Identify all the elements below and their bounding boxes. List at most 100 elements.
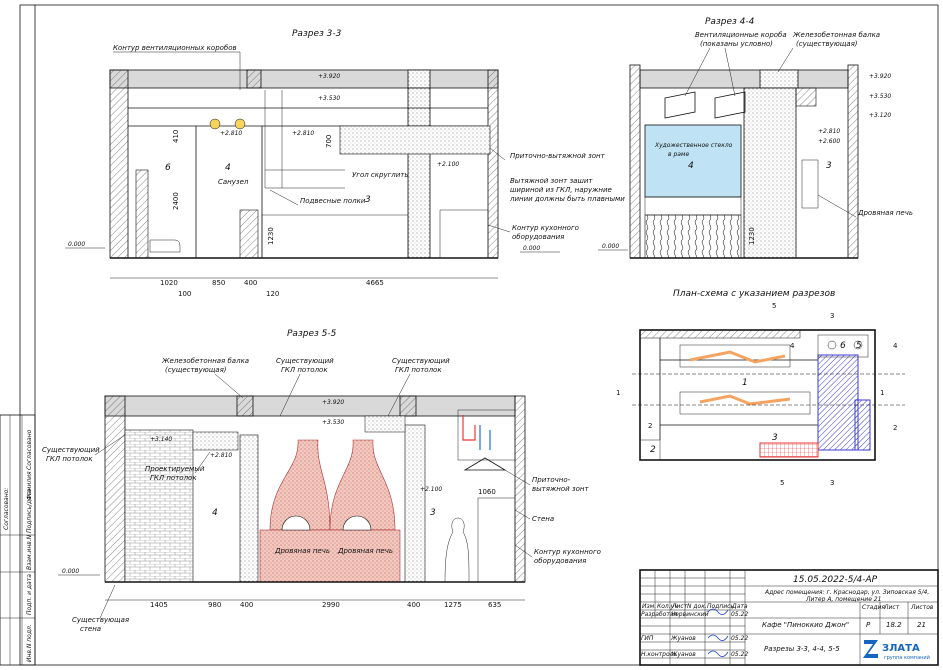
- rc-beam-label1: Железобетонная балка: [792, 31, 880, 39]
- plan-mark-4a: 4: [790, 342, 795, 350]
- existing-gkl-left-1: Существующий: [42, 446, 100, 454]
- room-6: 6: [165, 163, 171, 173]
- level-zero-s44: 0.000: [602, 243, 619, 250]
- section-5-5: Разрез 5-5 4 3 Железобетонная балка (сущ…: [42, 329, 601, 633]
- dim-400-a: 400: [240, 601, 253, 609]
- room-4-s55: 4: [212, 508, 218, 518]
- plan-mark-4b: 4: [893, 342, 898, 350]
- plan-room-2: 2: [650, 445, 656, 455]
- dim-400: 400: [244, 279, 257, 287]
- existing-gkl-left-2: ГКЛ потолок: [46, 455, 93, 463]
- dim-4665: 4665: [366, 279, 384, 287]
- level-2600-s44: +2.600: [818, 138, 840, 145]
- date-nk: 05.22: [731, 651, 748, 658]
- kitchen-contour-label2: оборудования: [512, 233, 564, 241]
- date-dev: 05.22: [731, 611, 748, 618]
- company-sub: группа компаний: [884, 654, 930, 661]
- col-ndok: N док.: [687, 603, 707, 610]
- existing-gkl-s55-2: ГКЛ потолок: [281, 366, 328, 374]
- level-3920-s55: +3.920: [322, 399, 344, 406]
- plan-mark-5-bot: 5: [780, 479, 784, 487]
- sheets-value: 21: [917, 621, 926, 629]
- dim-635: 635: [488, 601, 501, 609]
- stamp-replace: Взам.инв.N: [26, 534, 33, 570]
- stage-value: Р: [866, 621, 871, 629]
- stamp-col-agreed: Согласовано: [26, 429, 33, 470]
- plan-mark-2a: 2: [648, 422, 652, 430]
- level-2810-s44: +2.810: [818, 128, 840, 135]
- stamp-inv: Инв.N подл.: [26, 624, 33, 662]
- stamp-col-sign: Подпись/дата: [26, 489, 33, 533]
- vent-boxes-label2: (показаны условно): [700, 40, 773, 48]
- sheets-hdr: Листов: [910, 604, 934, 611]
- dim-410: 410: [172, 130, 180, 143]
- corner-round-label: Угол скруглить: [352, 171, 409, 179]
- col-sign: Подпись: [707, 603, 734, 610]
- room-4-s44: 4: [688, 161, 694, 171]
- sheet-value: 18.2: [886, 621, 902, 629]
- dim-1230: 1230: [267, 227, 275, 245]
- room-3-s44: 3: [826, 161, 832, 171]
- dim-2990: 2990: [322, 601, 340, 609]
- level-3530-s44: +3.530: [869, 93, 891, 100]
- section-5-5-title: Разрез 5-5: [287, 329, 337, 339]
- kitchen-contour-label1: Контур кухонного: [512, 224, 579, 232]
- kitchen-s55-2: оборудования: [534, 557, 586, 565]
- role-dev: Разработал: [641, 611, 678, 618]
- wood-oven-2: Дровяная печь: [337, 547, 393, 555]
- sheet-hdr: Лист: [883, 604, 900, 611]
- level-3530: +3.530: [318, 95, 340, 102]
- rc-beam-s55-2: (существующая): [165, 366, 227, 374]
- plan-mark-1a: 1: [616, 389, 620, 397]
- section-4-4-title: Разрез 4-4: [705, 17, 755, 27]
- dim-850: 850: [212, 279, 225, 287]
- room-4: 4: [225, 163, 231, 173]
- level-2810a: +2.810: [220, 130, 242, 137]
- stamp-sign-date: Подп. и дата: [26, 574, 33, 615]
- plan-room-6: 6: [840, 341, 846, 351]
- dim-400-b: 400: [407, 601, 420, 609]
- wall-label: Стена: [532, 515, 554, 523]
- level-3120-s44: +3.120: [869, 112, 891, 119]
- plan-mark-3a: 3: [830, 312, 834, 320]
- supply-exhaust-label: Приточно-вытяжной зонт: [510, 152, 606, 160]
- name-nk: Жуанов: [670, 651, 696, 658]
- dim-1405: 1405: [150, 601, 168, 609]
- company-logo: ЗЛАТА группа компаний: [863, 640, 930, 661]
- name-dev: Червинский: [671, 611, 709, 618]
- title-block: 15.05.2022-5/4-АР Адрес помещения: г. Кр…: [639, 569, 939, 666]
- bathroom-label: Санузел: [218, 178, 249, 186]
- signature-nk: [707, 650, 729, 657]
- col-list: Лист: [671, 603, 688, 610]
- stamp-agreed: Согласовано:: [3, 488, 10, 530]
- vent-boxes-label1: Вентиляционные короба: [695, 31, 787, 39]
- stage-hdr: Стадия: [862, 604, 885, 611]
- existing-wall-1: Существующая: [72, 616, 129, 624]
- wood-oven-label-s44: Дровяная печь: [857, 209, 913, 217]
- dim-2400: 2400: [172, 192, 180, 210]
- address-1: Адрес помещения: г. Краснодар, ул. Зипов…: [764, 589, 929, 596]
- level-2810b: +2.810: [292, 130, 314, 137]
- existing-gkl-s55-4: ГКЛ потолок: [395, 366, 442, 374]
- col-kol: Кол.уч: [657, 603, 678, 610]
- dim-1020: 1020: [160, 279, 178, 287]
- sheet-frame: [19, 4, 939, 666]
- exhaust-zone-label1: Вытяжной зонт зашит: [510, 177, 593, 185]
- dim-1275: 1275: [444, 601, 462, 609]
- level-3920-s44: +3.920: [869, 73, 891, 80]
- role-gip: ГИП: [641, 635, 654, 642]
- dim-980: 980: [208, 601, 221, 609]
- stamp-col-name: Фамилия: [26, 471, 33, 500]
- room-3-s55: 3: [430, 508, 436, 518]
- company-name: ЗЛАТА: [882, 643, 920, 654]
- level-2810-s55: +2.810: [210, 452, 232, 459]
- plan-mark-5-top: 5: [772, 302, 776, 310]
- exhaust-zone-label2: шириной из ГКЛ, наружние: [510, 186, 612, 194]
- doc-code: 15.05.2022-5/4-АР: [793, 575, 878, 585]
- signature-gip: [707, 634, 729, 641]
- signature-dev: [707, 608, 729, 615]
- kitchen-s55-1: Контур кухонного: [534, 548, 601, 556]
- supply-exhaust-2a: Приточно-: [532, 476, 571, 484]
- level-3920: +3.920: [318, 73, 340, 80]
